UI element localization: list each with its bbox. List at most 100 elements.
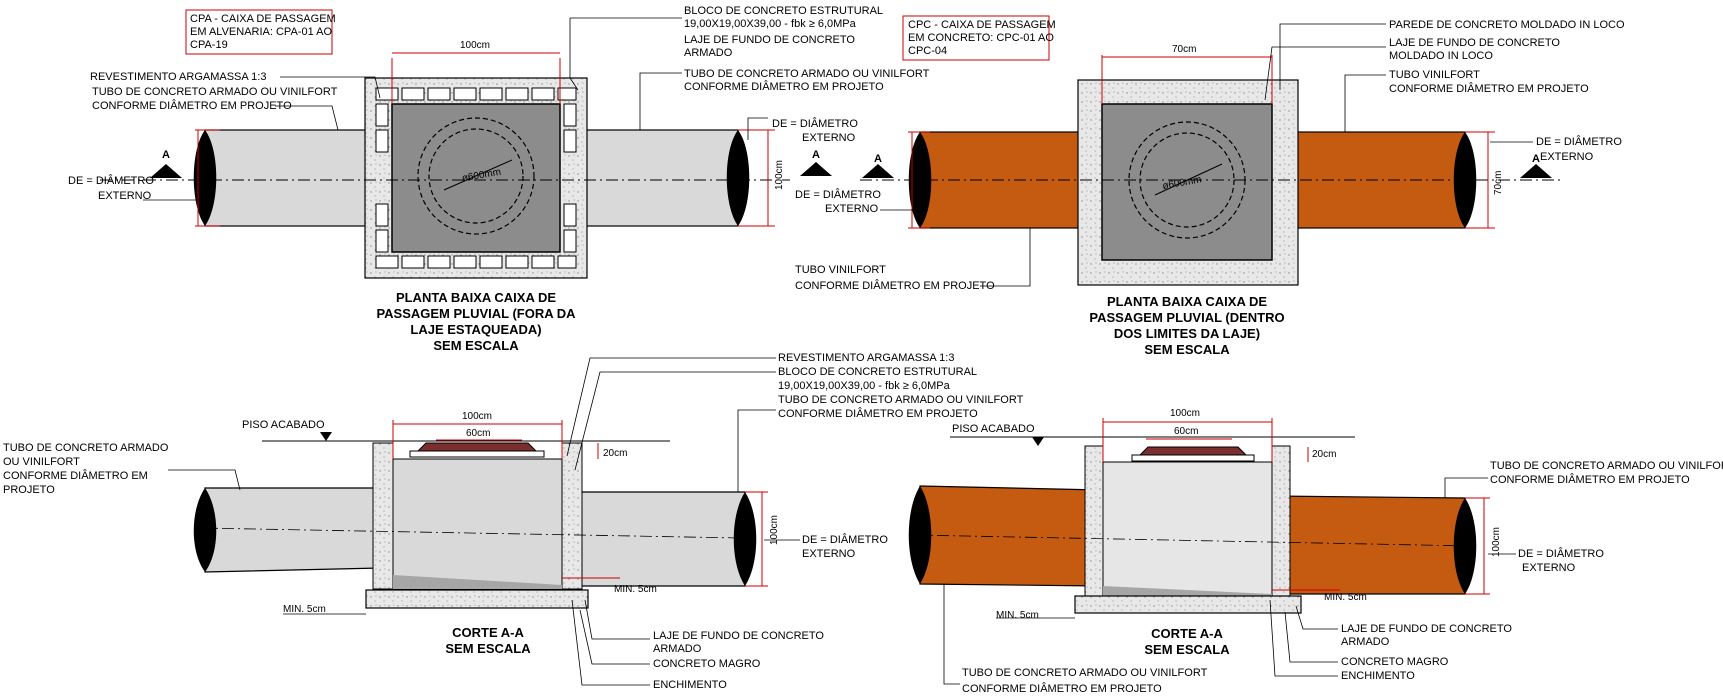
plan-cpc: ø600mm 70cm 70cm A A CPC - CAIXA DE PASS… (795, 15, 1625, 357)
dim-height: 70cm (1493, 171, 1504, 195)
dim-height: 100cm (769, 515, 780, 545)
red-dimensions (908, 55, 1495, 229)
manhole-circle-outer (417, 117, 535, 235)
section-cpa: PISO ACABADO 100cm 60cm 20cm 100cm MIN. … (3, 352, 1024, 691)
box-interior (392, 458, 563, 590)
tubo-bottom-1: TUBO VINILFORT (795, 264, 886, 276)
red-dimensions (392, 420, 768, 587)
pipe-cut-right (726, 130, 750, 226)
tubo-left-1: TUBO DE CONCRETO ARMADO (3, 442, 169, 454)
section-mark-right-icon (1520, 164, 1552, 178)
title-2: PASSAGEM PLUVIAL (DENTRO (1089, 310, 1284, 325)
title-2: SEM ESCALA (1144, 642, 1230, 657)
wall-left (372, 442, 394, 590)
dim-cover: 60cm (1174, 426, 1198, 437)
laje-2: ARMADO (653, 643, 702, 655)
tubo-left-3: CONFORME DIÂMETRO EM (3, 469, 148, 482)
section-mark-left-icon (150, 164, 182, 178)
laje-2: ARMADO (684, 47, 733, 59)
title-1: PLANTA BAIXA CAIXA DE (1107, 294, 1267, 309)
de-left-1: DE = DIÂMETRO (795, 188, 881, 201)
revest: REVESTIMENTO ARGAMASSA 1:3 (778, 352, 954, 364)
wall-right (561, 442, 583, 590)
de-right-1: DE = DIÂMETRO (772, 117, 858, 130)
dim-height: 100cm (774, 160, 785, 190)
de-2: EXTERNO (1522, 562, 1576, 574)
pipe-right (562, 491, 746, 587)
de-left-1: DE = DIÂMETRO (68, 174, 154, 187)
magro: CONCRETO MAGRO (653, 658, 761, 670)
enchimento: ENCHIMENTO (1341, 670, 1415, 682)
revest: REVESTIMENTO ARGAMASSA 1:3 (90, 71, 266, 83)
de-left-2: EXTERNO (98, 190, 152, 202)
enchimento-fill (393, 575, 562, 589)
bloco-1: BLOCO DE CONCRETO ESTRUTURAL (778, 366, 977, 378)
bloco-2: 19,00X19,00X39,00 - fbk ≥ 6,0MPa (684, 18, 857, 30)
centerline (914, 534, 1471, 547)
tubo-right-1: TUBO DE CONCRETO ARMADO OU VINILFORT (1490, 460, 1723, 472)
tubo-top-2: CONFORME DIÂMETRO EM PROJETO (778, 407, 978, 420)
tubo-left-2: CONFORME DIÂMETRO EM PROJETO (92, 99, 292, 112)
bloco-2: 19,00X19,00X39,00 - fbk ≥ 6,0MPa (778, 380, 951, 392)
de-right-1: DE = DIÂMETRO (1536, 135, 1622, 148)
dim-width: 70cm (1172, 44, 1196, 55)
dim-width: 100cm (1170, 408, 1200, 419)
title-1: CORTE A-A (452, 625, 524, 640)
tubo-left-4: PROJETO (3, 484, 55, 496)
title-1: PLANTA BAIXA CAIXA DE (396, 290, 556, 305)
wall-right (1271, 445, 1291, 597)
manhole-cover (1138, 446, 1248, 456)
tubo-left-1: TUBO DE CONCRETO ARMADO OU VINILFORT (92, 86, 338, 98)
box-inner (391, 103, 561, 253)
tubo-right-1: TUBO DE CONCRETO ARMADO OU VINILFORT (684, 68, 930, 80)
tubo-right-2: CONFORME DIÂMETRO EM PROJETO (1490, 473, 1690, 486)
section-mark-left: A (162, 149, 170, 161)
title-2: SEM ESCALA (445, 641, 531, 656)
diam-line (443, 159, 513, 191)
pipe-right (562, 129, 739, 227)
tubo-bottom-2: CONFORME DIÂMETRO EM PROJETO (795, 279, 995, 292)
laje-1: LAJE DE FUNDO DE CONCRETO (684, 34, 855, 46)
diam-line (1154, 163, 1223, 196)
piso: PISO ACABADO (952, 423, 1035, 435)
dim-height: 100cm (1491, 527, 1502, 557)
de-left-2: EXTERNO (825, 203, 879, 215)
laje-1: LAJE DE FUNDO DE CONCRETO (1389, 37, 1560, 49)
dim-cover: 60cm (466, 428, 490, 439)
de-right-2: EXTERNO (802, 132, 856, 144)
dim-depth: 20cm (1312, 449, 1336, 460)
callout-2: EM ALVENARIA: CPA-01 AO (190, 26, 332, 38)
pipe-cut-left (193, 488, 217, 572)
manhole-circle-inner (428, 128, 524, 224)
de-1: DE = DIÂMETRO (1518, 547, 1604, 560)
dim-depth: 20cm (603, 448, 627, 459)
title-2: PASSAGEM PLUVIAL (FORA DA (376, 306, 576, 321)
title-3: LAJE ESTAQUEADA) (410, 322, 541, 337)
de-right-2: EXTERNO (1540, 151, 1594, 163)
laje-2: MOLDADO IN LOCO (1389, 50, 1493, 62)
laje-1: LAJE DE FUNDO DE CONCRETO (1341, 623, 1512, 635)
min-left: MIN. 5cm (996, 610, 1039, 621)
de-1: DE = DIÂMETRO (802, 533, 888, 546)
section-mark-right-icon (800, 162, 832, 176)
callout-1: CPC - CAIXA DE PASSAGEM (908, 19, 1056, 31)
manhole-cover (416, 442, 538, 452)
title-4: SEM ESCALA (433, 338, 519, 353)
pipe-right (1271, 495, 1466, 595)
tubo-top-1: TUBO DE CONCRETO ARMADO OU VINILFORT (778, 394, 1024, 406)
laje-2: ARMADO (1341, 636, 1390, 648)
title-1: CORTE A-A (1151, 626, 1223, 641)
laje-1: LAJE DE FUNDO DE CONCRETO (653, 630, 824, 642)
pipe-cut-right (733, 492, 757, 586)
enchimento-fill (1103, 586, 1272, 596)
red-dimensions (195, 52, 775, 227)
tubo-bottom-1: TUBO DE CONCRETO ARMADO OU VINILFORT (962, 667, 1208, 679)
tubo-right-2: CONFORME DIÂMETRO EM PROJETO (684, 80, 884, 93)
title-4: SEM ESCALA (1144, 342, 1230, 357)
dim-width: 100cm (462, 411, 492, 422)
callout-3: CPA-19 (190, 39, 228, 51)
red-dimensions (1102, 418, 1490, 595)
piso: PISO ACABADO (242, 419, 325, 431)
dim-width: 100cm (460, 40, 490, 51)
plan-cpa: ø600mm 100cm 100cm A A CPA - CAIXA DE PA… (68, 5, 930, 353)
